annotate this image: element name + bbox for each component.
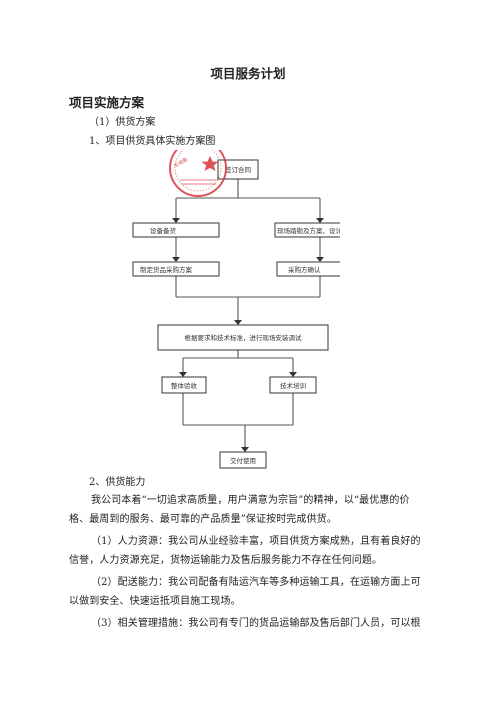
node-start-label: 签订合同 <box>225 165 251 174</box>
item-supply-plan: （1）供货方案 <box>89 117 156 128</box>
paragraph-delivery-text: （2）配送能力：我公司配备有陆运汽车等多种运输工具，在运输方面上可以做到安全、快… <box>69 577 421 607</box>
node-end-label: 交付使用 <box>230 456 256 465</box>
node-middle: 根据要求和技术标准，进行现场安装调试 <box>157 324 329 351</box>
node-right-3: 技术培训 <box>269 376 317 394</box>
node-left-1-label: 设备备货 <box>150 226 177 235</box>
paragraph-commitment: 我公司本着“一切追求高质量，用户满意为宗旨”的精神，以“最优惠的价格、最周到的服… <box>69 491 421 529</box>
flowchart-caption: 1、项目供货具体实施方案图 <box>89 136 216 147</box>
seal-star-icon <box>201 156 219 171</box>
node-end: 交付使用 <box>219 451 267 469</box>
node-left-1: 设备备货 <box>132 222 220 238</box>
node-left-3-label: 整体验收 <box>171 381 198 390</box>
paragraph-human-resources: （1）人力资源：我公司从业经验丰富，项目供货方案成熟，且有着良好的信誉，人力资源… <box>69 532 421 570</box>
seal-text: 专用章 <box>173 156 190 170</box>
node-middle-label: 根据要求和技术标准，进行现场安装调试 <box>185 333 303 342</box>
supply-flowchart: 签订合同 设备备货 现场踏勘及方案、设计 制定货品采购方案 采购方确认 根据要求… <box>132 150 340 469</box>
node-start: 签订合同 <box>217 159 259 180</box>
node-right-1-label: 现场踏勘及方案、设计 <box>277 226 340 235</box>
page-title: 项目服务计划 <box>210 66 286 81</box>
flowchart-arrows <box>172 218 324 452</box>
node-right-1: 现场踏勘及方案、设计 <box>274 222 340 238</box>
flowchart-connectors <box>175 179 321 447</box>
section-heading: 项目实施方案 <box>69 95 145 110</box>
node-right-2-label: 采购方确认 <box>288 265 321 274</box>
paragraph-human-resources-text: （1）人力资源：我公司从业经验丰富，项目供货方案成熟，且有着良好的信誉，人力资源… <box>69 536 421 566</box>
paragraph-management: （3）相关管理措施：我公司有专门的货品运输部及售后部门人员，可以根 <box>69 614 421 633</box>
item-supply-capability: 2、供货能力 <box>89 477 146 488</box>
paragraph-management-text: （3）相关管理措施：我公司有专门的货品运输部及售后部门人员，可以根 <box>91 618 421 629</box>
node-left-2-label: 制定货品采购方案 <box>140 265 193 274</box>
paragraph-commitment-text: 我公司本着“一切追求高质量，用户满意为宗旨”的精神，以“最优惠的价格、最周到的服… <box>69 495 410 525</box>
node-left-3: 整体验收 <box>161 376 207 394</box>
node-right-2: 采购方确认 <box>276 261 340 277</box>
node-left-2: 制定货品采购方案 <box>132 261 220 277</box>
node-right-3-label: 技术培训 <box>280 381 306 390</box>
paragraph-delivery: （2）配送能力：我公司配备有陆运汽车等多种运输工具，在运输方面上可以做到安全、快… <box>69 573 421 611</box>
